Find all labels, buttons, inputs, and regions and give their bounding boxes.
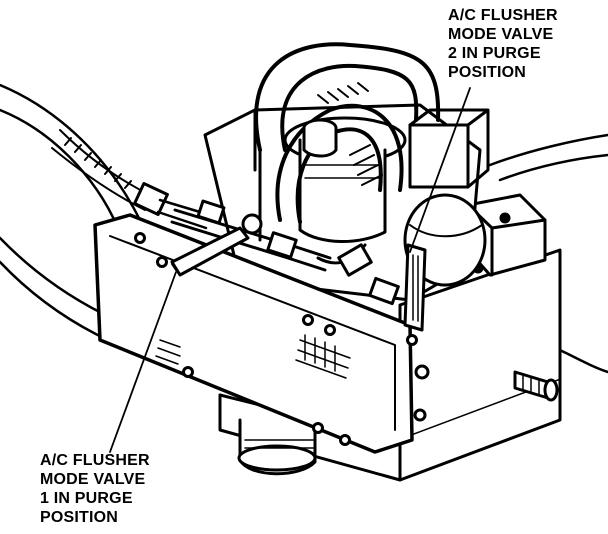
callout-valve-1-line-2: MODE VALVE: [40, 471, 146, 488]
leader-line-valve-1: [109, 271, 177, 453]
top-fitting: [302, 118, 338, 158]
manifold-tube: [170, 199, 400, 306]
callout-valve-1-line-1: A/C FLUSHER: [40, 452, 150, 469]
callout-valve-2-line-2: MODE VALVE: [448, 26, 554, 43]
callout-valve-1-line-4: POSITION: [40, 509, 119, 526]
mode-valve-2-handle: [403, 243, 427, 332]
callout-valve-2: A/C FLUSHER MODE VALVE 2 IN PURGE POSITI…: [448, 6, 558, 82]
left-braided-hose: [51, 129, 212, 230]
callout-valve-1-line-3: 1 IN PURGE: [40, 490, 133, 507]
callout-valve-1: A/C FLUSHER MODE VALVE 1 IN PURGE POSITI…: [40, 451, 150, 527]
lower-canister: [237, 418, 317, 476]
callout-valve-2-line-3: 2 IN PURGE: [448, 45, 541, 62]
mode-valve-1-handle: [170, 213, 263, 277]
leader-line-valve-2: [409, 87, 471, 253]
callout-valve-2-line-4: POSITION: [448, 64, 527, 81]
side-knob: [513, 370, 559, 402]
overhead-tube-loop: [254, 42, 441, 224]
callout-valve-2-line-1: A/C FLUSHER: [448, 7, 558, 24]
